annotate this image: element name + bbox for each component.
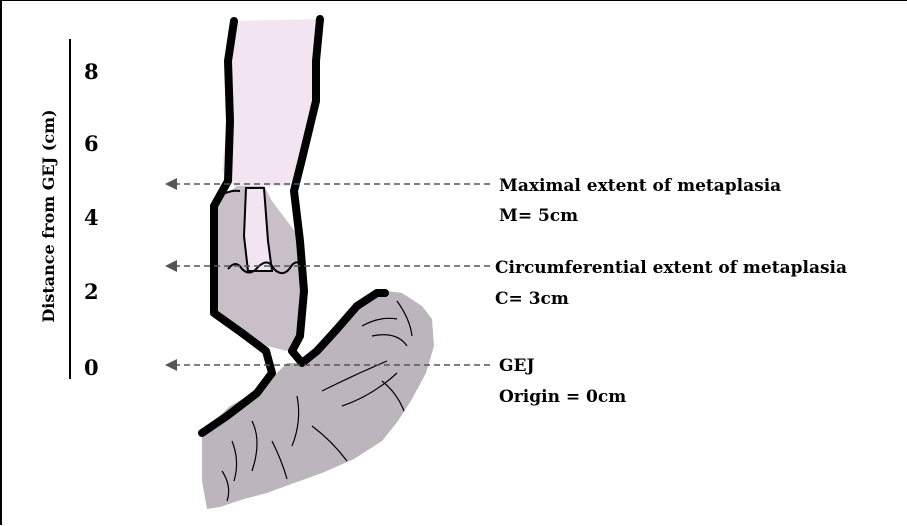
tick-label-0: 0 — [84, 355, 99, 380]
annotation-maximal-value: M= 5cm — [499, 206, 578, 226]
arrow-maximal-extent — [165, 178, 490, 190]
tick-label-6: 6 — [84, 131, 99, 156]
annotation-gej-title: GEJ — [499, 356, 535, 376]
annotation-circumferential-value: C= 3cm — [495, 289, 569, 309]
annotation-circumferential-title: Circumferential extent of metaplasia — [495, 258, 847, 278]
tick-label-2: 2 — [84, 279, 99, 304]
tick-label-4: 4 — [84, 205, 99, 230]
annotation-gej-value: Origin = 0cm — [499, 387, 626, 407]
axis-title: Distance from GEJ (cm) — [39, 109, 58, 322]
annotation-maximal-title: Maximal extent of metaplasia — [499, 176, 781, 196]
tick-label-8: 8 — [84, 59, 99, 84]
